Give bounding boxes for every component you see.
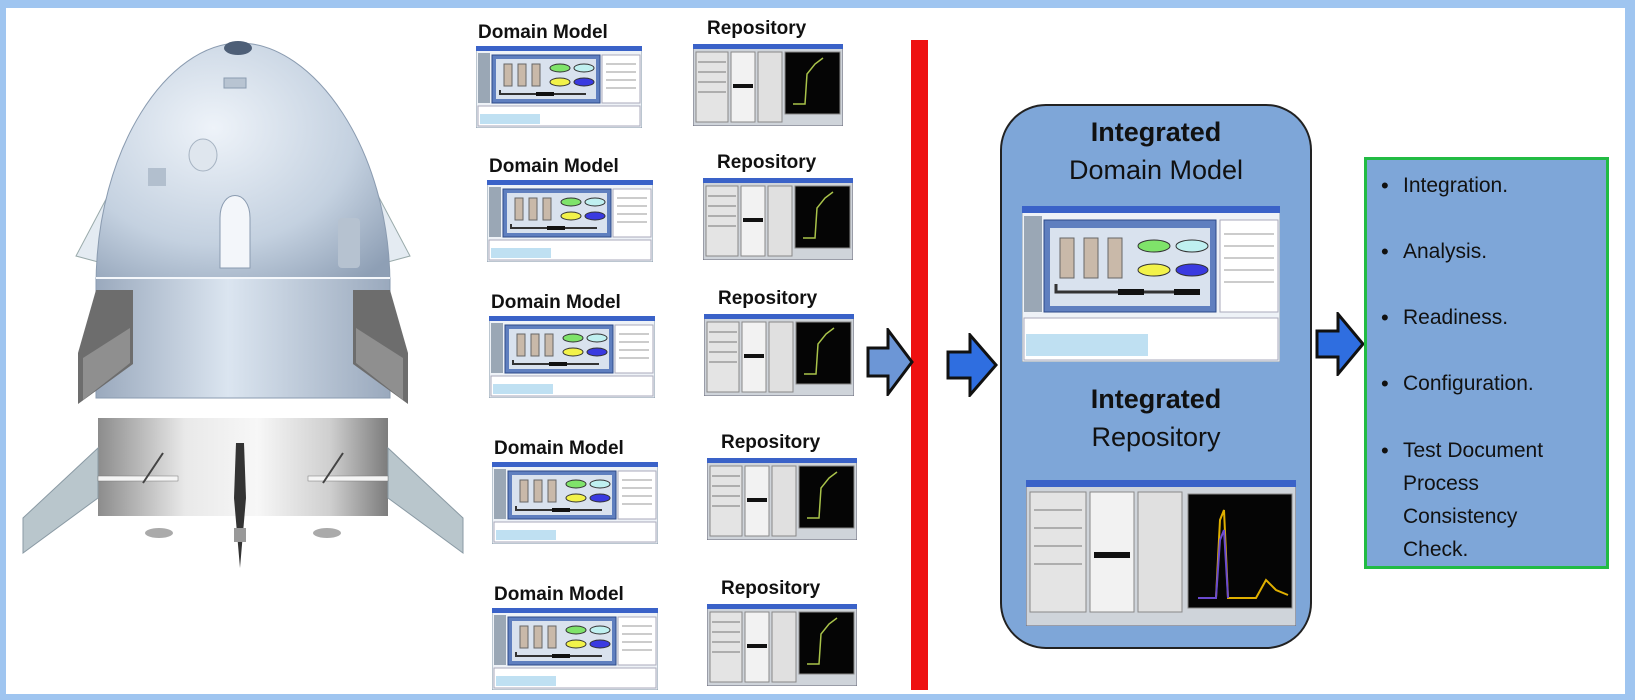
integrated-repository-title: Integrated Repository (1002, 383, 1310, 453)
arrow-middle-icon (946, 333, 998, 397)
integrated-repository-title-text: Repository (1091, 422, 1221, 452)
arrow-left-icon (866, 328, 914, 396)
domain-model-label: Domain Model (491, 292, 621, 313)
outcome-item: Integration. (1381, 170, 1606, 202)
outcome-item: Analysis. (1381, 236, 1606, 268)
repository-label: Repository (721, 578, 821, 599)
arrow-right-icon (1315, 312, 1365, 376)
domain-model-label: Domain Model (478, 22, 608, 43)
spacecraft-illustration (22, 41, 464, 568)
slide-frame-bottom (0, 694, 1635, 700)
outcomes-panel: Integration. Analysis. Readiness. Configura… (1364, 157, 1609, 569)
repository-label: Repository (721, 432, 821, 453)
repository-label: Repository (707, 18, 807, 39)
integrated-repository-screenshot (1026, 480, 1296, 626)
integrated-panel: Integrated Domain Model Integrated Repos… (1000, 104, 1312, 649)
integrated-model-title-bold: Integrated (1090, 117, 1222, 147)
outcome-item: Test Document Process Consistency Check. (1381, 434, 1583, 566)
repository-label: Repository (718, 288, 818, 309)
integrated-model-screenshot (1022, 206, 1280, 362)
outcome-item: Configuration. (1381, 368, 1606, 400)
outcome-item: Readiness. (1381, 302, 1606, 334)
repository-label: Repository (717, 152, 817, 173)
domain-model-label: Domain Model (494, 438, 624, 459)
divider-bar (911, 40, 928, 690)
domain-model-label: Domain Model (489, 156, 619, 177)
integrated-repository-title-bold: Integrated (1090, 384, 1222, 414)
integrated-model-title-text: Domain Model (1068, 155, 1244, 185)
domain-model-label: Domain Model (494, 584, 624, 605)
outcomes-list: Integration. Analysis. Readiness. Configura… (1367, 160, 1606, 566)
integrated-model-title: Integrated Domain Model (1002, 116, 1310, 186)
